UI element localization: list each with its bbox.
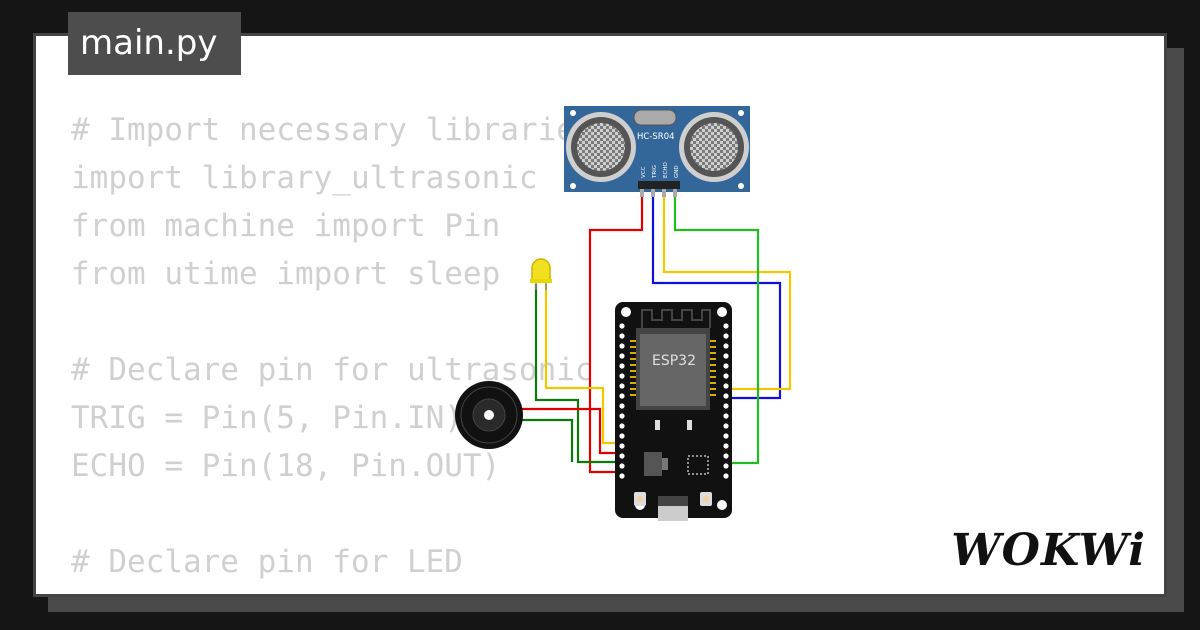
- wokwi-logo: WOKWi: [951, 525, 1146, 576]
- code-line: TRIG = Pin(5, Pin.IN): [71, 400, 463, 436]
- ultrasonic-sensor[interactable]: HC-SR04 VCC TRIG ECHO GND: [564, 106, 750, 197]
- led-yellow[interactable]: [530, 258, 552, 290]
- wires: [520, 196, 792, 474]
- wire-trig[interactable]: [651, 196, 782, 400]
- sensor-pin-label: TRIG: [652, 165, 658, 179]
- wire-led-anode[interactable]: [544, 284, 622, 445]
- code-line: ECHO = Pin(18, Pin.OUT): [71, 448, 501, 484]
- sensor-pin-label: GND: [674, 165, 680, 178]
- wire-buzzer-neg[interactable]: [520, 418, 574, 462]
- wire-vcc[interactable]: [588, 196, 644, 474]
- buzzer[interactable]: [455, 381, 523, 449]
- code-line: led_yellow = Pin(12, Pin.OUT): [71, 586, 724, 594]
- sensor-label: HC-SR04: [637, 132, 675, 142]
- wire-led-cathode[interactable]: [534, 284, 622, 464]
- wire-echo[interactable]: [662, 196, 792, 391]
- esp32-board[interactable]: ESP32: [615, 302, 732, 521]
- code-line: # Declare pin for LED: [71, 544, 463, 580]
- file-tab[interactable]: main.py: [68, 12, 241, 75]
- wire-buzzer-pos[interactable]: [520, 407, 622, 455]
- code-line: from machine import Pin: [71, 208, 501, 244]
- esp32-label: ESP32: [652, 353, 696, 369]
- wire-gnd[interactable]: [673, 196, 760, 465]
- code-line: import library_ultrasonic: [71, 160, 538, 196]
- sensor-pin-label: ECHO: [663, 162, 669, 178]
- code-line: from utime import sleep: [71, 256, 501, 292]
- sensor-pin-label: VCC: [641, 166, 647, 178]
